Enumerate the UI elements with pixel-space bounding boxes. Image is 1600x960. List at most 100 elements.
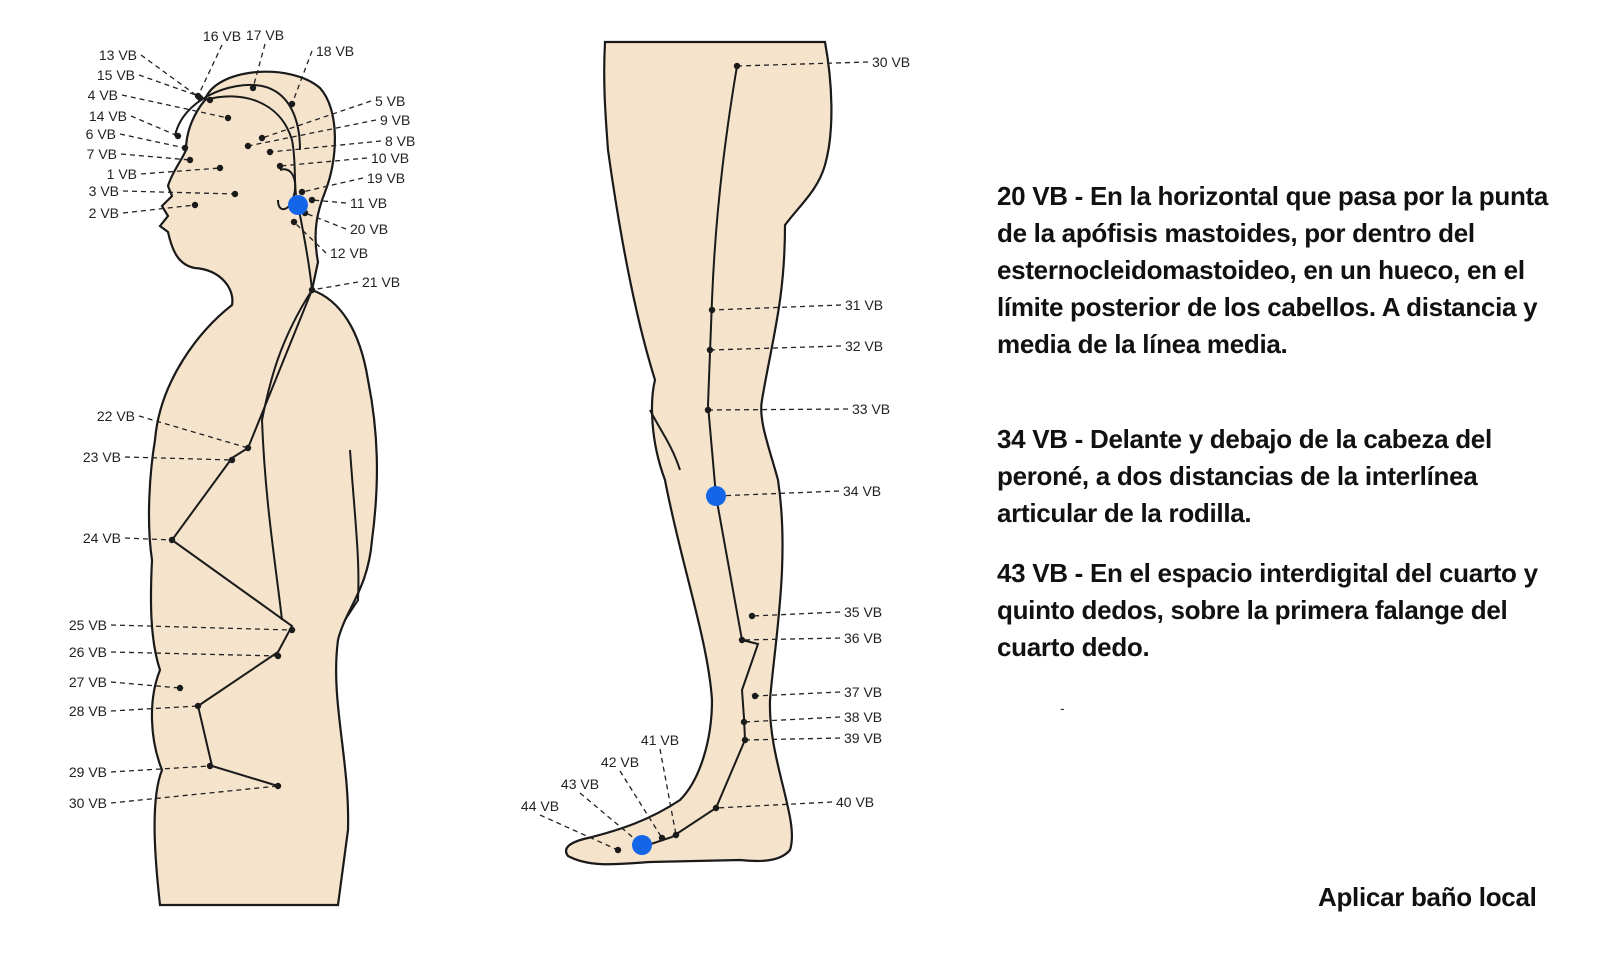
torso-leader-8 <box>120 153 191 161</box>
torso-leader-16 <box>301 177 364 193</box>
torso-label-18: 20 VB <box>350 221 388 237</box>
leg-point-7 <box>751 692 759 700</box>
torso-point-24 <box>288 626 296 634</box>
torso-dots <box>168 84 316 790</box>
torso-label-23: 24 VB <box>83 530 121 546</box>
torso-point-15 <box>276 162 284 170</box>
torso-point-17 <box>308 196 316 204</box>
torso-point-8 <box>186 156 194 164</box>
torso-point-19 <box>290 218 298 226</box>
torso-leader-17 <box>311 199 347 204</box>
leg-label-14: 44 VB <box>521 798 559 814</box>
highlight-43vb <box>632 835 652 855</box>
leg-knee-line <box>649 409 681 471</box>
torso-label-17: 11 VB <box>350 195 387 211</box>
leg-leader-0 <box>736 61 869 67</box>
torso-label-16: 19 VB <box>367 170 405 186</box>
leg-label-10: 40 VB <box>836 794 874 810</box>
torso-point-13 <box>244 142 252 150</box>
description-34vb: 34 VB - Delante y debajo de la cabeza de… <box>997 424 1492 528</box>
torso-label-28: 29 VB <box>69 764 107 780</box>
torso-point-6 <box>174 132 182 140</box>
leg-meridian <box>641 65 760 848</box>
leg-label-9: 39 VB <box>844 730 882 746</box>
torso-leader-18 <box>304 212 347 230</box>
leg-label-3: 33 VB <box>852 401 890 417</box>
torso-label-15: 10 VB <box>371 150 409 166</box>
head-meridian-2 <box>204 95 297 196</box>
torso-leader-0 <box>140 54 201 99</box>
torso-point-25 <box>274 652 282 660</box>
leg-point-10 <box>712 804 720 812</box>
torso-label-2: 17 VB <box>246 27 284 43</box>
torso-leader-13 <box>247 119 377 147</box>
torso-point-11 <box>191 201 199 209</box>
torso-point-2 <box>249 84 257 92</box>
torso-leader-27 <box>110 705 199 712</box>
leg-label-8: 38 VB <box>844 709 882 725</box>
torso-point-4 <box>206 96 214 104</box>
torso-leader-11 <box>122 204 196 214</box>
leg-leader-10 <box>715 801 833 809</box>
leg-point-14 <box>614 846 622 854</box>
torso-outline <box>147 70 379 907</box>
torso-label-6: 14 VB <box>89 108 127 124</box>
torso-point-9 <box>216 164 224 172</box>
highlight-markers <box>288 195 726 855</box>
torso-leader-4 <box>138 74 211 101</box>
leg-label-5: 35 VB <box>844 604 882 620</box>
torso-point-5 <box>224 114 232 122</box>
torso-leader-24 <box>110 624 293 631</box>
torso-point-12 <box>258 134 266 142</box>
leg-label-13: 43 VB <box>561 776 599 792</box>
leg-leader-1 <box>711 304 842 311</box>
torso-label-7: 6 VB <box>86 126 116 142</box>
torso-leader-19 <box>293 221 327 254</box>
torso-point-26 <box>176 684 184 692</box>
torso-arm-line <box>260 289 313 621</box>
torso-leader-26 <box>110 681 181 689</box>
torso-point-16 <box>298 188 306 196</box>
torso-leader-29 <box>110 785 279 804</box>
torso-point-27 <box>194 702 202 710</box>
torso-leader-12 <box>261 100 372 139</box>
leg-label-12: 42 VB <box>601 754 639 770</box>
torso-label-12: 5 VB <box>375 93 405 109</box>
leg-leader-11 <box>659 748 677 836</box>
torso-point-7 <box>181 144 189 152</box>
leg-leader-2 <box>709 345 842 351</box>
torso-leader-1 <box>197 44 223 97</box>
leg-point-3 <box>704 406 712 414</box>
torso-leader-2 <box>252 43 266 89</box>
leg-label-6: 36 VB <box>844 630 882 646</box>
torso-label-26: 27 VB <box>69 674 107 690</box>
torso-leader-10 <box>122 190 236 195</box>
torso-meridian <box>170 204 314 787</box>
torso-label-8: 7 VB <box>87 146 117 162</box>
torso-label-5: 4 VB <box>88 87 118 103</box>
torso-label-3: 18 VB <box>316 43 354 59</box>
torso-label-29: 30 VB <box>69 795 107 811</box>
torso-label-14: 8 VB <box>385 133 415 149</box>
torso-point-14 <box>266 148 274 156</box>
torso-point-23 <box>168 536 176 544</box>
leg-point-12 <box>658 834 666 842</box>
leg-label-4: 34 VB <box>843 483 881 499</box>
torso-label-1: 16 VB <box>203 28 241 44</box>
description-43vb: 43 VB - En el espacio interdigital del c… <box>997 558 1538 662</box>
torso-leader-21 <box>138 415 249 449</box>
torso-point-20 <box>308 286 316 294</box>
torso-leader-14 <box>269 140 382 153</box>
leg-label-2: 32 VB <box>845 338 883 354</box>
torso-label-0: 13 VB <box>99 47 137 63</box>
torso-leader-7 <box>119 133 186 149</box>
torso-leader-9 <box>140 167 221 175</box>
torso-point-28 <box>206 762 214 770</box>
leg-leader-9 <box>744 737 841 741</box>
leg-point-8 <box>740 718 748 726</box>
leg-leader-8 <box>743 716 841 723</box>
torso-label-10: 3 VB <box>89 183 119 199</box>
leg-leader-6 <box>741 637 841 641</box>
